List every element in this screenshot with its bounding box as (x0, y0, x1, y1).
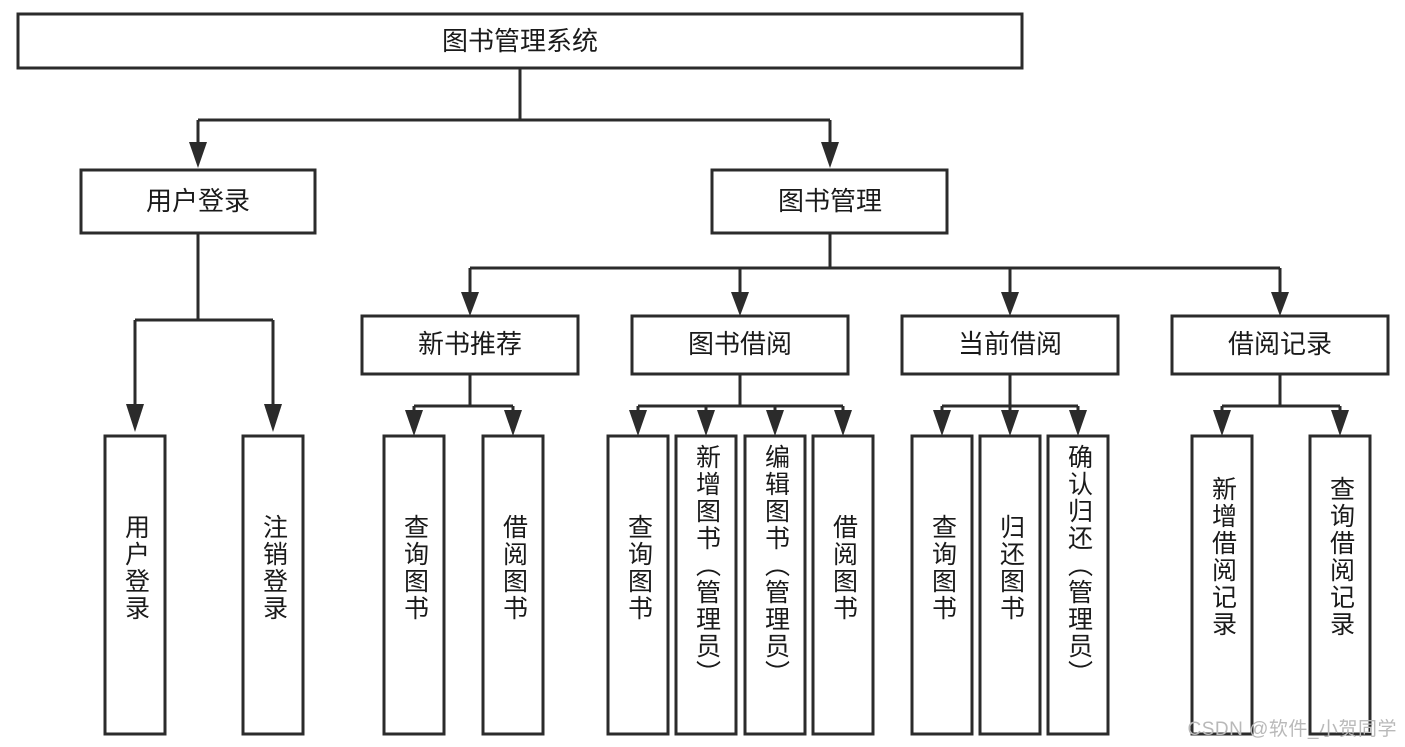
node-current-borrow[interactable]: 当前借阅 (900, 314, 1120, 376)
node-root[interactable]: 图书管理系统 (16, 12, 1024, 70)
leaf-box-query-book-a[interactable] (382, 434, 446, 736)
arrowhead-leaf-6 (697, 410, 715, 436)
edge-user-login-to-leaves (126, 233, 282, 432)
arrowhead-leaf-3 (405, 410, 423, 436)
edge-borrow-records-to-leaves (1213, 374, 1349, 436)
node-current-borrow-box[interactable] (900, 314, 1120, 376)
node-root-box[interactable] (16, 12, 1024, 70)
leaf-label-query-book-c: 查询图书 (928, 514, 957, 622)
node-root-label: 图书管理系统 (442, 26, 598, 56)
leaf-box-return-book[interactable] (978, 434, 1042, 736)
node-book-borrow-box[interactable] (630, 314, 850, 376)
edge-book-management-to-level3 (461, 233, 1289, 316)
leaf-boxes (103, 434, 1372, 736)
leaf-box-edit-book-admin[interactable] (743, 434, 807, 736)
node-borrow-records[interactable]: 借阅记录 (1170, 314, 1390, 376)
node-book-borrow[interactable]: 图书借阅 (630, 314, 850, 376)
arrowhead-leaf-13 (1331, 410, 1349, 436)
leaf-box-borrow-book-b[interactable] (811, 434, 875, 736)
arrowhead-leaf-10 (1001, 410, 1019, 436)
leaf-label-borrow-book-b: 借阅图书 (829, 514, 858, 622)
leaf-box-query-book-c[interactable] (910, 434, 974, 736)
arrowhead-new-books (461, 292, 479, 316)
leaf-label-return-book: 归还图书 (996, 514, 1025, 622)
node-book-borrow-label: 图书借阅 (688, 329, 792, 359)
arrowhead-leaf-11 (1069, 410, 1087, 436)
arrowhead-borrow-books (731, 292, 749, 316)
leaf-label-logout: 注销登录 (259, 514, 288, 622)
arrowhead-leaf-4 (504, 410, 522, 436)
arrowhead-leaf-7 (766, 410, 784, 436)
leaf-label-user-login: 用户登录 (121, 514, 150, 622)
leaf-label-query-book-b: 查询图书 (624, 514, 653, 622)
leaf-label-borrow-book-a: 借阅图书 (499, 514, 528, 622)
arrowhead-leaf-9 (933, 410, 951, 436)
node-borrow-records-label: 借阅记录 (1228, 329, 1332, 359)
arrowhead-user-login (189, 142, 207, 168)
leaf-label-add-borrow-record: 新增借阅记录 (1208, 476, 1237, 638)
leaf-box-borrow-book-a[interactable] (481, 434, 545, 736)
arrowhead-leaf-2 (264, 404, 282, 432)
leaf-label-query-borrow-record: 查询借阅记录 (1326, 476, 1355, 638)
csdn-watermark: CSDN @软件_小贺同学 (1187, 719, 1397, 740)
leaf-label-add-book-admin: 新增图书（管理员） (692, 444, 721, 687)
leaf-box-query-borrow-record[interactable] (1308, 434, 1372, 736)
edge-current-borrow-to-leaves (933, 374, 1087, 436)
arrowhead-leaf-1 (126, 404, 144, 432)
edge-book-borrow-to-leaves (629, 374, 852, 436)
leaf-box-user-login[interactable] (103, 434, 167, 736)
edge-root-to-level2 (189, 68, 839, 168)
leaf-box-logout[interactable] (241, 434, 305, 736)
leaf-box-add-book-admin[interactable] (674, 434, 738, 736)
node-user-login[interactable]: 用户登录 (79, 168, 317, 235)
node-new-book-recommend-box[interactable] (360, 314, 580, 376)
edge-new-book-recommend-to-leaves (405, 374, 522, 436)
node-new-book-recommend-label: 新书推荐 (418, 329, 522, 359)
leaf-box-add-borrow-record[interactable] (1190, 434, 1254, 736)
leaf-box-query-book-b[interactable] (606, 434, 670, 736)
arrowhead-leaf-5 (629, 410, 647, 436)
arrowhead-borrow-records (1271, 292, 1289, 316)
arrowhead-leaf-12 (1213, 410, 1231, 436)
node-new-book-recommend[interactable]: 新书推荐 (360, 314, 580, 376)
leaf-label-edit-book-admin: 编辑图书（管理员） (761, 444, 790, 687)
leaf-box-confirm-return-admin[interactable] (1046, 434, 1110, 736)
arrowhead-leaf-8 (834, 410, 852, 436)
arrowhead-book-mgmt (821, 142, 839, 168)
node-current-borrow-label: 当前借阅 (958, 329, 1062, 359)
leaf-label-confirm-return-admin: 确认归还（管理员） (1064, 444, 1093, 687)
node-book-management-label: 图书管理 (778, 186, 882, 216)
node-book-management[interactable]: 图书管理 (710, 168, 949, 235)
leaf-label-query-book-a: 查询图书 (400, 514, 429, 622)
arrowhead-current-borrow (1001, 292, 1019, 316)
node-user-login-label: 用户登录 (146, 186, 250, 216)
